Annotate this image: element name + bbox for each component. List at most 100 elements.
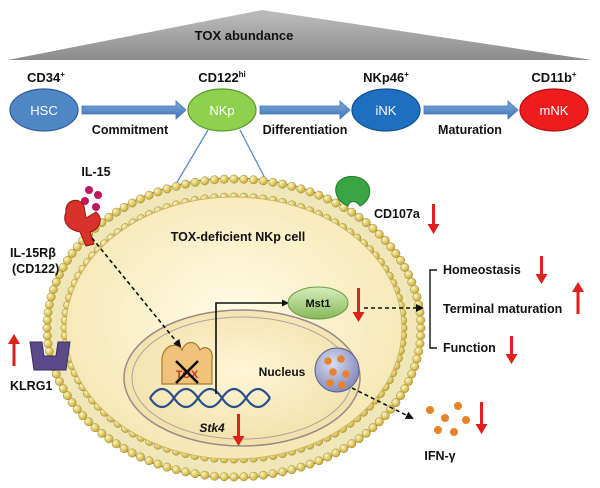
differentiation-arrow	[259, 100, 351, 120]
lipid-bead	[229, 174, 239, 184]
lipid-bead	[44, 300, 54, 310]
lipid-bead	[210, 175, 219, 185]
gene-stk4: Stk4	[199, 421, 225, 435]
lipid-bead	[67, 249, 77, 258]
lipid-bead	[391, 249, 401, 258]
lipid-bead	[249, 471, 258, 481]
lipid-bead	[171, 181, 181, 191]
lipid-bead	[58, 262, 68, 272]
lipid-bead	[49, 284, 58, 294]
transition-commitment: Commitment	[92, 123, 169, 137]
lipid-bead	[354, 434, 364, 444]
lipid-bead	[127, 448, 137, 458]
lipid-bead	[84, 417, 94, 427]
lipid-bead	[374, 417, 384, 427]
lipid-bead	[305, 187, 315, 197]
lipid-bead	[190, 177, 200, 187]
lipid-bead	[410, 284, 419, 294]
lipid-bead	[396, 255, 405, 265]
lipid-bead	[416, 315, 426, 325]
stage-cell-ink	[351, 88, 421, 132]
lipid-bead	[380, 235, 390, 245]
il15-signal-arrow	[91, 237, 182, 348]
lipid-bead	[200, 176, 210, 186]
function-down-arrow	[505, 336, 518, 364]
lipid-bead	[415, 307, 425, 317]
tox-abundance-triangle	[8, 10, 592, 60]
lipid-bead	[171, 465, 181, 475]
stage-label-ink: iNK	[376, 103, 397, 118]
ifng-molecules	[426, 402, 470, 436]
lipid-bead	[416, 331, 426, 341]
lipid-bead	[200, 470, 210, 480]
lipid-bead	[219, 472, 229, 482]
lipid-bead	[410, 362, 419, 371]
cd107a-label: CD107a	[374, 207, 421, 221]
lipid-bead	[339, 444, 349, 453]
commitment-arrow	[81, 100, 187, 120]
stage-label-mnk: mNK	[540, 103, 569, 118]
lipid-bead	[97, 428, 107, 438]
outcome-bracket	[429, 269, 437, 349]
lipid-bead	[374, 229, 384, 239]
lipid-bead	[404, 376, 413, 386]
lipid-bead	[368, 223, 378, 233]
lipid-bead	[296, 184, 306, 194]
lipid-bead	[219, 174, 229, 184]
transition-differentiation: Differentiation	[263, 123, 348, 137]
lipid-bead	[181, 179, 191, 189]
lipid-bead	[331, 448, 341, 458]
lipid-bead	[104, 212, 114, 222]
stage-label-nkp: NKp	[209, 103, 234, 118]
lipid-bead	[416, 323, 426, 333]
zoom-line-left	[175, 129, 209, 185]
lipid-bead	[111, 207, 121, 217]
lipid-bead	[55, 376, 64, 386]
lipid-bead	[407, 369, 417, 379]
lipid-bead	[268, 177, 278, 187]
lipid-bead	[162, 462, 172, 472]
nucleus-label: Nucleus	[259, 365, 306, 379]
lipid-bead	[239, 472, 249, 482]
lipid-bead	[55, 270, 64, 279]
lipid-bead	[72, 242, 82, 252]
lipid-bead	[396, 391, 405, 400]
lipid-bead	[190, 469, 200, 479]
lipid-bead	[90, 423, 100, 433]
il15r-label: IL-15Rβ	[10, 246, 56, 260]
lipid-bead	[229, 472, 239, 482]
stage-marker-hsc: CD34+	[27, 70, 65, 85]
lipid-bead	[42, 315, 52, 325]
cd107a-marker	[335, 176, 371, 207]
lipid-bead	[287, 465, 297, 475]
ifng-label: IFN-γ	[424, 449, 455, 463]
lipid-bead	[331, 198, 341, 208]
lipid-bead	[111, 439, 121, 449]
lipid-bead	[314, 456, 324, 466]
stage-cell-mnk	[519, 88, 589, 132]
lipid-bead	[268, 469, 278, 479]
lipid-bead	[42, 331, 52, 341]
vesicle-cytokines	[324, 355, 350, 389]
terminal-maturation-up-arrow	[572, 282, 584, 314]
stage-label-hsc: HSC	[30, 103, 57, 118]
dna-helix	[149, 387, 271, 409]
lipid-bead	[119, 444, 129, 453]
lipid-bead	[51, 277, 61, 287]
lipid-bead	[407, 277, 417, 287]
tox-abundance-title: TOX abundance	[195, 28, 294, 43]
lipid-bead	[361, 218, 371, 228]
stage-cell-nkp	[187, 88, 257, 132]
mst1-down-arrow	[352, 288, 365, 322]
lipid-bead	[347, 439, 357, 449]
lipid-bead	[78, 411, 88, 420]
lipid-bead	[72, 404, 82, 414]
lipid-bead	[323, 452, 332, 462]
cell-title: TOX-deficient NKp cell	[171, 230, 306, 244]
lipid-bead	[277, 179, 287, 189]
lipid-bead	[127, 198, 137, 208]
lipid-bead	[136, 452, 145, 462]
lipid-bead	[239, 174, 249, 184]
klrg1-receptor	[29, 341, 71, 371]
